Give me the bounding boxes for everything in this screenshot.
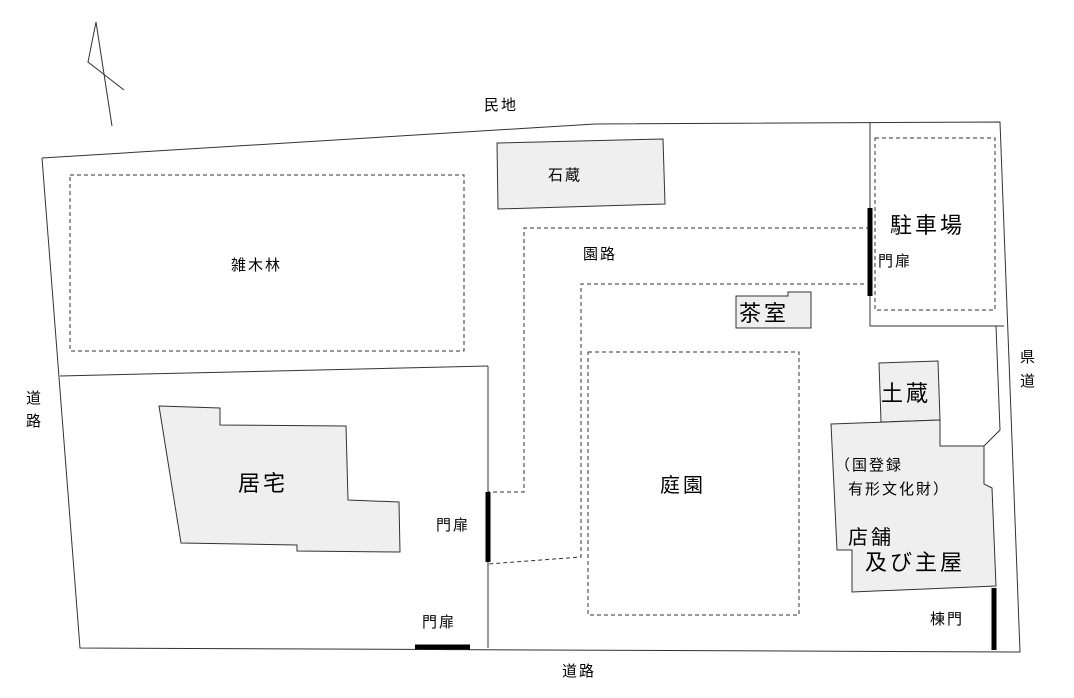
prefectural-road-label-1: 県 [1020,348,1037,366]
garden-path-upper [488,227,870,493]
main-house-label: 及び主屋 [865,551,965,576]
east-divider-line [983,325,1001,447]
garden-path-lower [487,283,864,565]
shop-and-main-house [830,419,997,593]
prefectural-road-label-2: 道 [1020,372,1037,390]
inner-gate-label: 門扉 [436,516,470,534]
south-gate-label: 門扉 [422,613,456,631]
parking-gate-label: 門扉 [878,252,912,270]
west-divider-line [59,365,489,377]
garden-path-label: 園路 [583,245,617,263]
road-west-label-2: 路 [26,412,43,430]
shop-label: 店舗 [848,525,894,549]
residence [158,405,401,553]
parking-boundary [869,122,1004,327]
tea-room-label: 茶室 [739,302,789,327]
residence-label: 居宅 [238,472,288,497]
road-south-label: 道路 [562,662,596,680]
stone-storehouse-label: 石蔵 [548,166,582,184]
north-arrow-icon [87,21,125,127]
site-boundary [41,121,1021,653]
parking-label: 駐車場 [890,214,965,239]
ridge-gate-label: 棟門 [930,610,964,628]
heritage-note-line1: （国登録 [835,456,903,474]
woodland-label: 雑木林 [231,256,282,274]
garden-label: 庭園 [660,473,706,497]
woodland-area [69,174,465,352]
road-west-label-1: 道 [26,389,43,407]
parking-area [874,137,996,311]
earthen-storehouse-label: 土蔵 [881,382,931,407]
heritage-note-line2: 有形文化財） [848,480,950,498]
neighbor-north-label: 民地 [484,96,518,114]
garden-area [587,351,800,616]
tea-room [735,291,812,329]
stone-storehouse [496,138,666,210]
